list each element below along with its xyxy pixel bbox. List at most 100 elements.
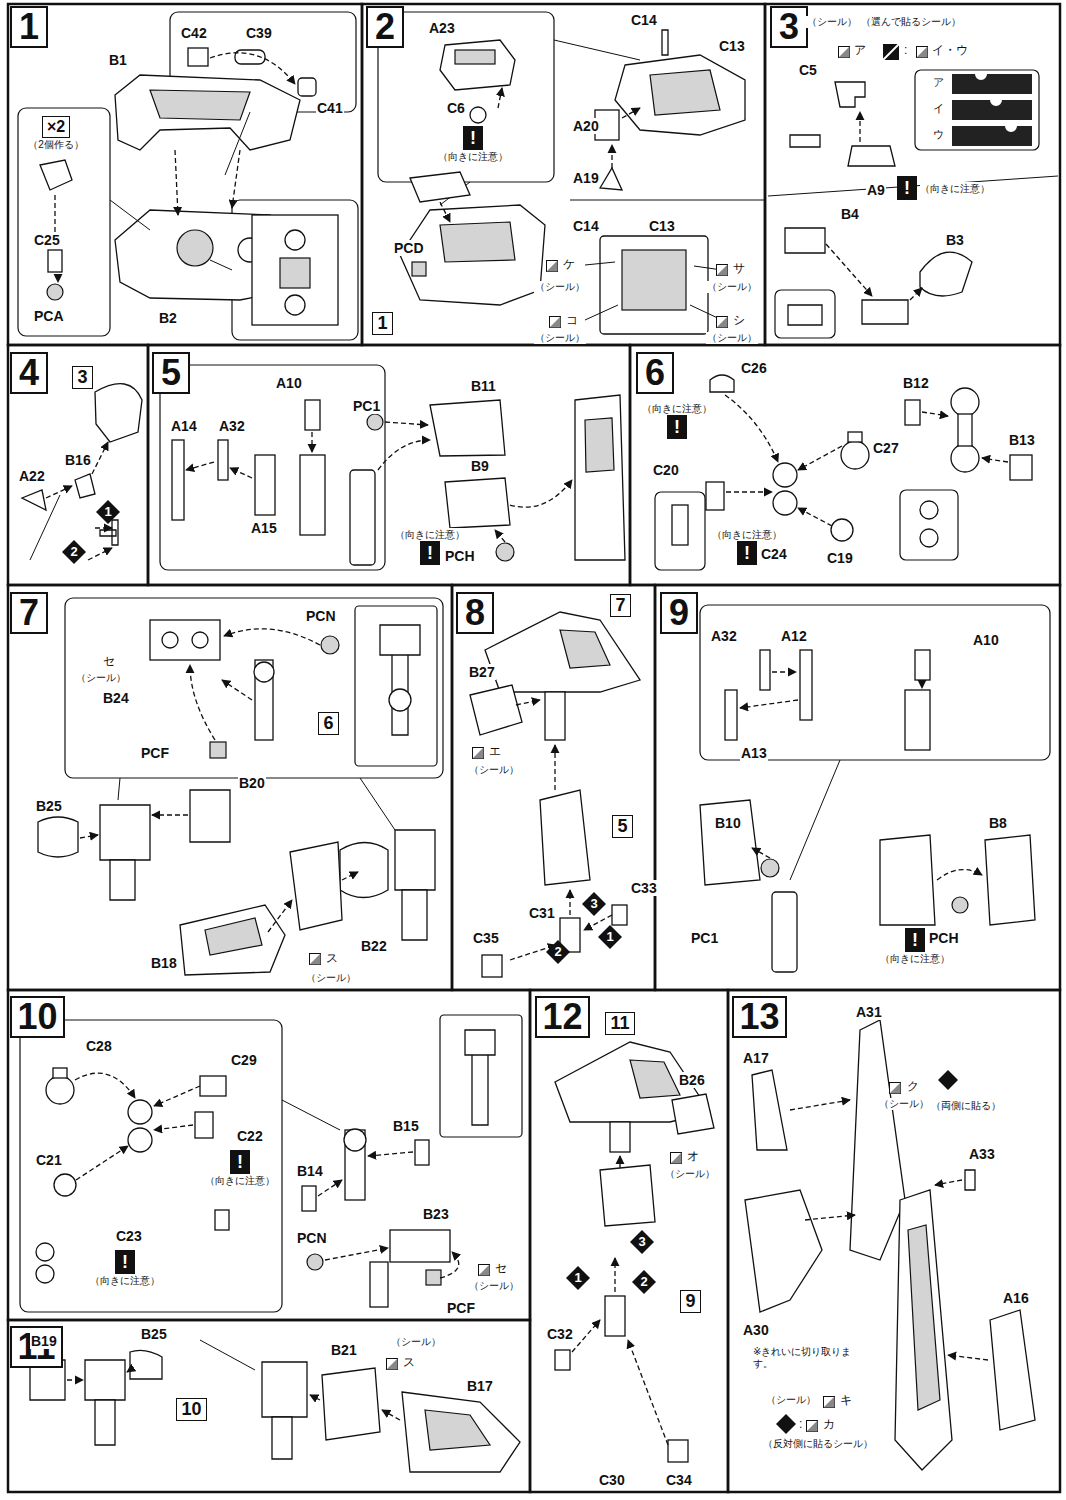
part-number: B23 [422, 1206, 450, 1222]
part-number: C19 [826, 550, 854, 566]
part-number: B13 [1008, 432, 1036, 448]
sticker-note: （シール） [75, 672, 127, 684]
part-number: PCN [296, 1230, 328, 1246]
step-number: 4 [10, 352, 48, 394]
order-diamond: 1 [566, 1266, 590, 1290]
part-number: C6 [446, 100, 466, 116]
note-text: （2個作る） [28, 138, 84, 151]
step-mark: 3 [77, 367, 88, 388]
step-mark: ! [905, 928, 925, 952]
part-drawing [555, 1042, 714, 1462]
sticker-note: エ [488, 745, 502, 759]
part-number: A32 [710, 628, 738, 644]
sticker-note: ア [853, 44, 867, 58]
part-number: C29 [230, 1052, 258, 1068]
step-mark: 1 [606, 930, 613, 944]
part-number: A12 [780, 628, 808, 644]
sticker-note: カ [822, 1418, 836, 1432]
sticker-note: （シール） [664, 1168, 716, 1180]
step-mark: 3 [777, 8, 801, 46]
part-number: PCH [928, 930, 960, 946]
step-mark: 9 [685, 1291, 696, 1312]
part-number: PCH [444, 548, 476, 564]
part-number: C27 [872, 440, 900, 456]
note-text: （向きに注意） [712, 528, 782, 541]
order-diamond: 2 [546, 940, 570, 964]
part-number: C34 [665, 1472, 693, 1488]
part-number: B10 [714, 815, 742, 831]
sticker-note: （選んで貼るシール） [860, 16, 962, 28]
step-mark: 6 [643, 354, 667, 392]
step-mark: ! [897, 176, 917, 200]
sticker-note: イ・ウ [931, 44, 969, 58]
part-number: C35 [472, 930, 500, 946]
step-mark: 13 [739, 998, 780, 1036]
part-number: C5 [798, 62, 818, 78]
step-mark: 6 [323, 713, 334, 734]
step-number: 2 [366, 6, 404, 48]
step-number: 6 [636, 352, 674, 394]
part-number: B19 [30, 1333, 58, 1349]
sticker-note: : [798, 1418, 803, 1432]
part-number: C25 [33, 232, 61, 248]
part-number: B4 [840, 206, 860, 222]
part-number: PC1 [690, 930, 719, 946]
part-number: PCD [393, 240, 425, 256]
part-drawing [20, 1015, 522, 1312]
sticker-note: （シール） [706, 281, 758, 293]
step-mark: ! [463, 126, 483, 150]
part-drawing [700, 605, 1050, 972]
sticker-note: （シール） [534, 332, 586, 344]
caution-mark: （向きに注意）! [642, 402, 712, 439]
part-number: B12 [902, 375, 930, 391]
note-text: （向きに注意） [205, 1174, 275, 1187]
note-text: （向きに注意） [642, 402, 712, 415]
part-number: PCN [305, 608, 337, 624]
part-number: B1 [108, 52, 128, 68]
sticker-note: オ [686, 1150, 700, 1164]
part-number: C13 [648, 218, 676, 234]
step-mark: 2 [373, 8, 397, 46]
step-mark: 2 [640, 1275, 647, 1289]
sticker-note: （シール） [878, 1098, 930, 1110]
step-mark: 4 [17, 354, 41, 392]
step-mark: 7 [17, 594, 41, 632]
part-number: B2 [158, 310, 178, 326]
part-number: A14 [170, 418, 198, 434]
part-number: A20 [572, 118, 600, 134]
part-number: B24 [102, 690, 130, 706]
subassembly-ref: 5 [612, 815, 633, 838]
order-diamond: 2 [632, 1270, 656, 1294]
caution-mark: !（向きに注意） [205, 1150, 275, 1187]
part-number: C42 [180, 25, 208, 41]
sticker-note: ケ [562, 258, 576, 272]
sticker-note: ウ [932, 128, 945, 141]
part-number: PCF [140, 745, 170, 761]
note-text: （向きに注意） [395, 528, 465, 541]
part-number: B21 [330, 1342, 358, 1358]
part-number: B27 [468, 664, 496, 680]
part-number: B11 [470, 378, 497, 394]
order-diamond: 1 [96, 500, 120, 524]
sticker-note: コ [565, 314, 579, 328]
part-number: C23 [115, 1228, 143, 1244]
part-number: C39 [245, 25, 273, 41]
part-number: PC1 [352, 398, 381, 414]
subassembly-ref: 3 [72, 366, 93, 389]
step-mark: 2 [70, 545, 77, 559]
part-number: B25 [140, 1326, 168, 1342]
part-number: A31 [855, 1004, 883, 1020]
part-number: B20 [238, 775, 266, 791]
part-number: B25 [35, 798, 63, 814]
part-number: C26 [740, 360, 768, 376]
part-drawing [768, 44, 1058, 338]
sticker-note: （反対側に貼るシール） [762, 1438, 874, 1450]
sticker-note: ア [932, 76, 945, 89]
step-mark: 10 [181, 1399, 202, 1420]
step-mark: ! [115, 1250, 135, 1274]
part-number: B22 [360, 938, 388, 954]
step-number: 13 [732, 996, 787, 1038]
part-number: B16 [64, 452, 92, 468]
part-number: PCA [33, 308, 65, 324]
step-mark: ! [667, 415, 687, 439]
